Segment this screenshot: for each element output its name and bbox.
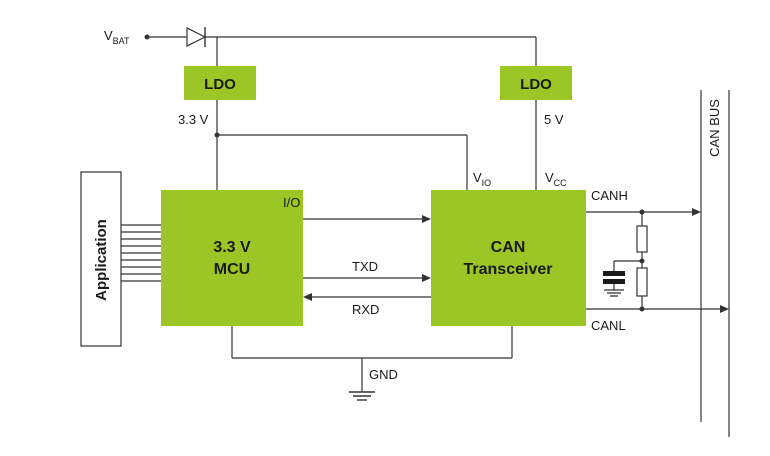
- application-label: Application: [93, 219, 110, 301]
- rxd-label: RXD: [352, 302, 379, 317]
- ldo-right-box: [500, 66, 572, 100]
- vcc-label: VCC: [545, 170, 567, 188]
- resistor-upper-icon: [636, 225, 648, 253]
- mcu-line2: MCU: [214, 261, 250, 278]
- ldo-right-label: LDO: [520, 76, 552, 93]
- split-termination: [603, 212, 648, 309]
- can-line1: CAN: [491, 239, 526, 256]
- v5-label: 5 V: [544, 112, 564, 127]
- vio-label: VIO: [473, 170, 491, 188]
- canh-line: CANH: [586, 188, 701, 216]
- ldo-left-label: LDO: [204, 76, 236, 93]
- ldo-left-block: LDO: [184, 66, 256, 100]
- io-signal: [303, 215, 431, 223]
- io-arrow-icon: [422, 215, 431, 223]
- can-bus: CAN BUS: [700, 90, 730, 437]
- can-line2: Transceiver: [464, 261, 553, 278]
- canl-arrow-icon: [720, 305, 729, 313]
- canl-line: CANL: [586, 305, 729, 333]
- mcu-block: I/O 3.3 V MCU: [161, 190, 303, 326]
- application-box: [80, 171, 122, 347]
- vbat-supply: VBAT: [104, 27, 537, 66]
- ground-net: GND: [231, 326, 513, 401]
- canh-arrow-icon: [692, 208, 701, 216]
- can-transceiver-block: CAN Transceiver: [431, 190, 586, 326]
- io-label: I/O: [283, 195, 300, 210]
- capacitor-icon: [603, 271, 625, 284]
- mcu-box: [161, 190, 303, 326]
- application-block: Application: [80, 171, 122, 347]
- vbat-label: VBAT: [104, 28, 130, 46]
- mcu-line1: 3.3 V: [213, 239, 251, 256]
- can-bus-label: CAN BUS: [707, 99, 722, 157]
- rxd-signal: RXD: [303, 293, 431, 317]
- application-bus-lines: [121, 224, 161, 282]
- can-transceiver-box: [431, 190, 586, 326]
- ground-icon: [349, 391, 375, 401]
- txd-signal: TXD: [303, 259, 431, 282]
- resistor-lower-icon: [636, 267, 648, 297]
- rxd-arrow-icon: [303, 293, 312, 301]
- txd-label: TXD: [352, 259, 378, 274]
- ldo-left-box: [184, 66, 256, 100]
- v33-label: 3.3 V: [178, 112, 209, 127]
- canh-label: CANH: [591, 188, 628, 203]
- diode-icon: [186, 27, 207, 47]
- termination-ground-icon: [604, 289, 624, 297]
- canl-label: CANL: [591, 318, 626, 333]
- ldo-right-block: LDO: [500, 66, 572, 100]
- txd-arrow-icon: [422, 274, 431, 282]
- gnd-label: GND: [369, 367, 398, 382]
